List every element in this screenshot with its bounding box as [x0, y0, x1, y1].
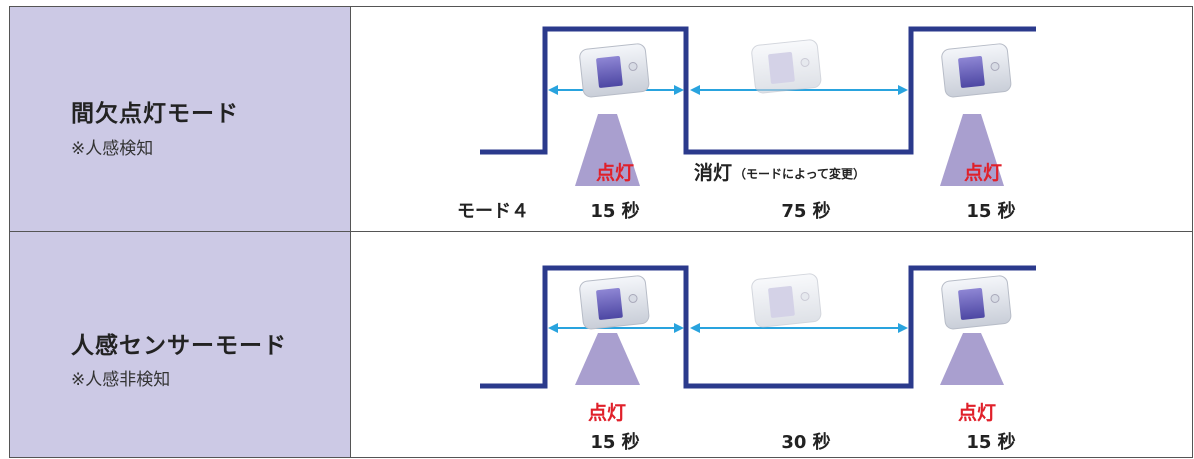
mode-row-human-sensor: 人感センサーモード ※人感非検知 [9, 232, 1193, 458]
segment-duration: 15 秒 [966, 431, 1015, 453]
light-beam-icon [575, 333, 640, 385]
segment-state-label: 点灯 [958, 402, 996, 424]
segment-state-label: 消灯 [694, 161, 732, 184]
sensor-device-icon [751, 273, 822, 328]
mode-title: 間欠点灯モード [71, 101, 239, 127]
mode-title: 人感センサーモード [71, 333, 287, 359]
segment-duration: 15 秒 [966, 200, 1015, 222]
segment-state-label: 点灯 [964, 162, 1002, 184]
light-beam-icon [940, 114, 1004, 186]
mode-subtitle: ※人感検知 [71, 139, 154, 159]
segment-duration: 15 秒 [590, 431, 639, 453]
timing-diagram-cell: 点灯 点灯 15 秒 30 秒 15 秒 [351, 232, 1193, 458]
segment-state-label: 点灯 [596, 162, 634, 184]
sensor-device-icon [941, 275, 1012, 330]
sensor-device-icon [579, 43, 650, 98]
signal-waveform [480, 265, 1036, 389]
mode-label-cell: 人感センサーモード ※人感非検知 [9, 232, 351, 458]
segment-duration: 75 秒 [781, 200, 830, 222]
sensor-device-icon [751, 39, 822, 94]
mode-label-cell: 間欠点灯モード ※人感検知 [9, 6, 351, 232]
mode-row-intermittent: 間欠点灯モード ※人感検知 [9, 6, 1193, 232]
timing-diagram: 点灯 点灯 15 秒 30 秒 15 秒 [480, 265, 1036, 453]
timing-diagram: 点灯 消灯 （モードによって変更） 点灯 モード４ 15 秒 75 秒 15 秒 [457, 26, 1036, 222]
mode-number-label: モード４ [457, 201, 529, 222]
light-beam-icon [575, 114, 640, 186]
light-beam-icon [940, 333, 1004, 385]
signal-waveform [480, 26, 1036, 155]
segment-duration: 15 秒 [590, 200, 639, 222]
segment-note: （モードによって変更） [734, 166, 865, 181]
sensor-device-icon [941, 43, 1012, 98]
sensor-device-icon [579, 275, 650, 330]
segment-state-label: 点灯 [588, 402, 626, 424]
mode-subtitle: ※人感非検知 [71, 370, 171, 390]
timing-diagram-cell: 点灯 消灯 （モードによって変更） 点灯 モード４ 15 秒 75 秒 15 秒 [351, 6, 1193, 232]
mode-comparison-table: 間欠点灯モード ※人感検知 [9, 6, 1193, 458]
segment-duration: 30 秒 [781, 431, 830, 453]
